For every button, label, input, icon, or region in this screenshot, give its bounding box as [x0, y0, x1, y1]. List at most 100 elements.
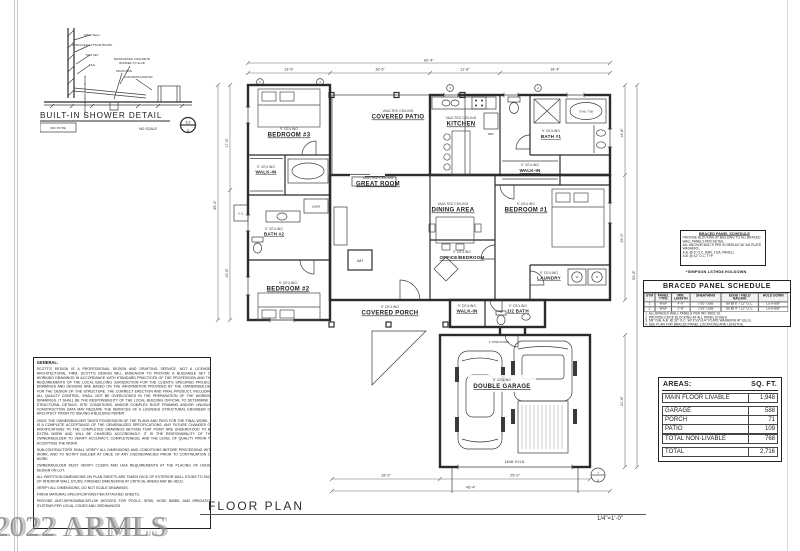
area-row-label: TOTAL — [665, 448, 685, 455]
table-cell: WSP — [655, 306, 672, 312]
dryer-label: D — [596, 275, 598, 279]
sheet-border-line — [17, 0, 18, 551]
note-paragraph: ONCE THE OWNER/BUILDER TAKES POSSESSION … — [36, 418, 211, 446]
kitchen-island-icon — [443, 130, 471, 176]
no-scale-label: NO SCALE — [139, 127, 157, 131]
dim-left-overall: 39'-2" — [213, 200, 217, 210]
area-row-value: 109 — [748, 425, 777, 434]
table-cell: 8d @ 4" / 12" O.C. — [721, 306, 759, 312]
simpson-holdown-note: *SIMPSON LSTHD8 HOLDOWN — [685, 270, 747, 274]
double-sink-icon — [593, 125, 606, 153]
marker-3: 3 — [449, 86, 451, 90]
patio-slider-door — [350, 173, 385, 177]
table-row: PATIO 109 — [662, 424, 778, 435]
table-row-total: TOTAL 2,716 — [662, 446, 778, 457]
shower-detail-drawing: STUD WALL APPROVED GYPSUM BOARD THIN SET… — [40, 28, 197, 134]
marker-4: 2 — [537, 86, 539, 90]
cu-label: C.U. — [238, 212, 244, 216]
room-caption-kitchen: VAULTED CEILING — [446, 116, 477, 120]
areas-table: AREAS: SQ. FT. MAIN FLOOR LIVABLE 1,948 … — [658, 377, 782, 462]
vanity-sink-icon — [265, 210, 301, 223]
note-paragraph: VERIFY ALL DIMENSIONS, DO NOT SCALE DRAW… — [36, 486, 129, 491]
marker-1: 2 — [259, 80, 261, 84]
garage-bubble-top: 7 — [597, 471, 599, 475]
linen-closet — [303, 198, 329, 214]
room-caption-patio: VAULTED CEILING — [383, 109, 414, 113]
areas-table-header: AREAS: SQ. FT. — [662, 380, 778, 391]
table-cell: 2 — [644, 306, 655, 312]
area-row-value: 2,716 — [748, 447, 777, 456]
area-row-label: MAIN FLOOR LIVABLE — [665, 395, 730, 402]
dim-bottom-overall: 46'-4" — [466, 486, 476, 490]
braced-panel-grid: SYM PANEL TYPE MIN. LENGTH SHEATHING EDG… — [644, 293, 789, 312]
table-cell: 7/16" OSB — [690, 306, 721, 312]
room-label-bath-1: BATH #1 — [541, 134, 561, 139]
watermark: 2022 ARMLS — [0, 511, 168, 543]
area-row-label: TOTAL NON-LIVABLE — [665, 435, 727, 442]
braced-panel-schedule-title: BRACED PANEL SCHEDULE — [644, 281, 790, 293]
dim-bottom-1: 18'-0" — [381, 474, 391, 478]
callout-stud-wall: STUD WALL — [84, 33, 101, 37]
toilet-icon — [507, 96, 521, 114]
room-caption-bath-1: 9' CEILING — [542, 129, 560, 133]
table-cell: 4'-0" — [671, 301, 691, 307]
table-cell: LSTHD8* — [758, 306, 789, 312]
room-caption-walkin-1: 9' CEILING — [521, 163, 539, 167]
tub-icon — [287, 158, 329, 184]
step-down-note: 1' STEP DOWN — [489, 340, 509, 344]
dimension-lines — [215, 60, 640, 494]
note-paragraph: FINISH MATERIAL SPECIFICATIONS PER ATTAC… — [36, 492, 140, 497]
room-caption-dining: VAULTED CEILING — [438, 202, 469, 206]
note-paragraph: ALL PARTITION DIMENSIONS ON PLAN SHEETS … — [36, 474, 211, 484]
area-row-value: 1,948 — [748, 394, 777, 403]
areas-unit: SQ. FT. — [751, 381, 777, 388]
ref-label: REF. — [488, 132, 494, 136]
dim-right-3: 21'-8" — [620, 396, 624, 406]
column-header: MIN. LENGTH — [671, 293, 691, 302]
floor-plan: 60'-4" 13'-6" 16'-6" 11'-8" 18'-4" 14'-8… — [213, 59, 640, 494]
room-caption-laundry: 9' CEILING — [540, 271, 558, 275]
schedule-note: 3. 5/8" DIA. A.B. @ 32" O.C. W/ 3"x3"x1/… — [645, 319, 752, 323]
bubble-top: 6.2 — [186, 121, 191, 125]
air-handler-closet — [347, 249, 373, 271]
pedestal-sink-icon — [521, 313, 531, 321]
column-header: HOLD DOWN — [758, 293, 789, 302]
sofa-icon — [333, 206, 348, 246]
note-box-line: A.B. @ 32" O.C. TYP. — [682, 254, 714, 259]
shower-section-lines — [44, 28, 192, 111]
room-label-kitchen: KITCHEN — [447, 122, 476, 128]
shower-icon — [533, 98, 561, 124]
room-caption-bedroom-2: 9' CEILING — [279, 281, 297, 285]
area-row-value: 768 — [748, 434, 777, 443]
code-ref: (IRC P2709) — [50, 126, 66, 130]
toilet-icon — [495, 310, 507, 326]
callout-gypsum: APPROVED GYPSUM BOARD — [72, 43, 112, 47]
room-label-walkin-hall: WALK-IN — [456, 309, 478, 314]
note-box-line: ALL ANCHOR BOLTS PER SCHEDULE W/ 3x3 PLA… — [682, 243, 762, 251]
table-cell: 2'-8" — [671, 306, 691, 312]
room-label-walkin-1: WALK-IN — [519, 168, 541, 173]
table-cell: 8d @ 6" / 12" O.C. — [721, 301, 759, 307]
dim-left-2: 10'-8" — [225, 268, 229, 278]
shower-detail-title: BUILT-IN SHOWER DETAIL — [40, 111, 162, 120]
room-caption-great-room: VAULTED CEILING — [363, 176, 394, 180]
floor-plan-title-underline — [200, 514, 646, 515]
room-caption-garage: 9' CEILING — [493, 378, 511, 382]
dim-left-1: 17'-6" — [225, 138, 229, 148]
sheet-edge-line — [787, 0, 788, 551]
scale-label: 1/4"=1'-0" — [597, 516, 623, 522]
kitchen-counter-icon — [431, 96, 499, 130]
schedule-note: 1. ALL BRACED WALL PANELS PER IRC R602.1… — [645, 312, 721, 316]
note-paragraph: SUB-CONTRACTORS SHALL VERIFY ALL DIMENSI… — [36, 448, 211, 461]
room-caption-bath-2: 9' CEILING — [265, 227, 283, 231]
callout-membrane: 2" WATERPROOF MEMBRANE — [83, 75, 87, 116]
garage-bubble-bottom: D — [597, 479, 599, 483]
room-label-walkin-3: WALK-IN — [255, 170, 277, 175]
room-caption-walkin-3: 9' CEILING — [257, 165, 275, 169]
garage-door-opening — [451, 464, 579, 493]
patio-outline — [331, 94, 466, 176]
table-row: MAIN FLOOR LIVABLE 1,948 — [662, 393, 778, 404]
detail-bubble-icon: 7 D — [590, 467, 606, 483]
dryer-icon — [587, 268, 607, 286]
